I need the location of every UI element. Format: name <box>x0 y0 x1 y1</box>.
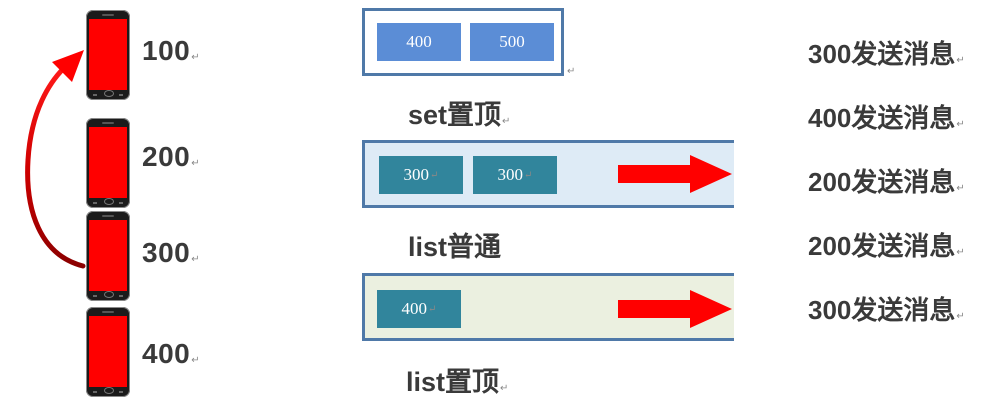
set-top-queue: 400 500 <box>362 8 564 76</box>
queue-item: 400↵ <box>377 290 461 328</box>
phone-label-100: 100↵ <box>142 35 201 66</box>
phone-label-200: 200↵ <box>142 141 201 172</box>
phone-label-400: 400↵ <box>142 338 201 369</box>
dequeue-arrow-right <box>618 155 732 193</box>
return-mark: ↵ <box>567 66 576 77</box>
list-top-label: list置顶↵ <box>406 367 509 397</box>
queue-item: 400 <box>377 23 461 61</box>
phone-screen <box>89 316 127 387</box>
phone-300 <box>86 211 130 301</box>
queue-item: 300↵ <box>379 156 463 194</box>
dequeue-arrow-right <box>618 290 732 328</box>
list-normal-label: list普通 <box>408 232 502 262</box>
send-log-line: 400发送消息↵ <box>808 103 965 133</box>
reorder-curve-arrow <box>25 50 86 269</box>
queue-item: 300↵ <box>473 156 557 194</box>
send-log-line: 300发送消息↵ <box>808 39 965 69</box>
send-log-line: 200发送消息↵ <box>808 167 965 197</box>
phone-100 <box>86 10 130 100</box>
phone-label-300: 300↵ <box>142 237 201 268</box>
phone-400 <box>86 307 130 397</box>
send-log-line: 200发送消息↵ <box>808 231 965 261</box>
queue-item: 500 <box>470 23 554 61</box>
phone-screen <box>89 127 127 198</box>
phone-screen <box>89 19 127 90</box>
phone-screen <box>89 220 127 291</box>
send-log-line: 300发送消息↵ <box>808 295 965 325</box>
set-top-label: set置顶↵ <box>408 100 511 130</box>
phone-200 <box>86 118 130 208</box>
